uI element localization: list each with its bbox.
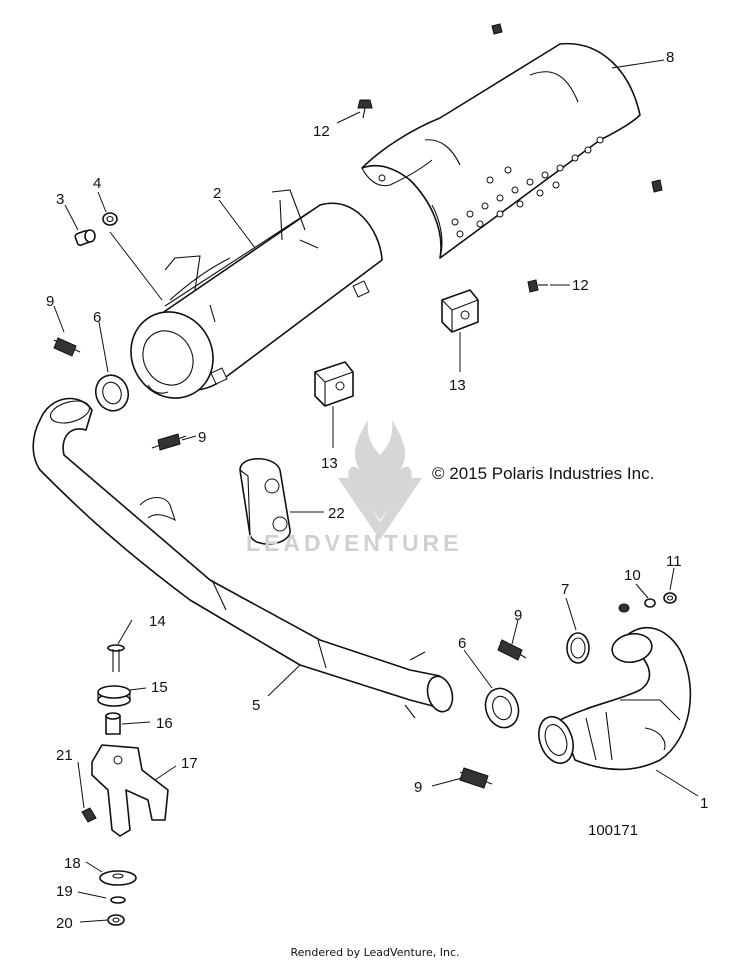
callout-22: 22: [328, 505, 345, 522]
gasket-part-6a[interactable]: [91, 371, 133, 416]
callout-9b: 9: [198, 429, 206, 446]
callout-12b: 12: [572, 277, 589, 294]
callout-1: 1: [700, 795, 708, 812]
callout-19: 19: [56, 883, 73, 900]
spring-part-9a[interactable]: [53, 337, 81, 357]
callout-9d: 9: [414, 779, 422, 796]
callout-3: 3: [56, 191, 64, 208]
callout-6a: 6: [93, 309, 101, 326]
bolt-part-12a[interactable]: [357, 99, 373, 119]
callout-17: 17: [181, 755, 198, 772]
muffler-part[interactable]: [115, 189, 383, 413]
gasket-part-6b[interactable]: [480, 684, 524, 733]
callout-12a: 12: [313, 123, 330, 140]
pin-part-14[interactable]: [107, 644, 125, 672]
callout-15: 15: [151, 679, 168, 696]
figure-number: 100171: [588, 822, 639, 839]
spring-part-9b[interactable]: [151, 433, 187, 451]
grommet-part-15[interactable]: [97, 685, 131, 707]
heat-shield-part[interactable]: [361, 42, 641, 259]
callout-6b: 6: [458, 635, 466, 652]
callout-7: 7: [561, 581, 569, 598]
copyright-notice: © 2015 Polaris Industries Inc.: [432, 464, 655, 483]
bolt-part-top[interactable]: [491, 23, 503, 35]
nut-part-11[interactable]: [663, 592, 677, 604]
callout-10: 10: [624, 567, 641, 584]
cap-part[interactable]: [74, 229, 96, 246]
callout-labels: 1 2 3 4 5 6 6 7 8 9 9 9 9 10 11 12 12 13…: [46, 49, 708, 932]
callout-18: 18: [64, 855, 81, 872]
washer-part-19[interactable]: [110, 896, 126, 904]
callout-9a: 9: [46, 293, 54, 310]
spring-part-9c[interactable]: [497, 639, 527, 661]
leader-lines: [53, 59, 699, 923]
callout-13a: 13: [449, 377, 466, 394]
nut-part-10[interactable]: [618, 603, 630, 613]
callout-14: 14: [149, 613, 166, 630]
callout-20: 20: [56, 915, 73, 932]
watermark-logo: [338, 420, 422, 540]
grommet-part-13b[interactable]: [314, 361, 354, 407]
washer-part-18[interactable]: [99, 870, 137, 886]
bushing-part-16[interactable]: [105, 712, 121, 735]
washer-part-4[interactable]: [102, 212, 118, 226]
callout-11: 11: [666, 553, 682, 570]
head-pipe-part[interactable]: [32, 397, 456, 719]
callout-9c: 9: [514, 607, 522, 624]
gasket-ring-part[interactable]: [566, 632, 590, 664]
watermark-text: LEADVENTURE: [246, 530, 463, 556]
callout-21: 21: [56, 747, 73, 764]
bracket-part-17[interactable]: [91, 744, 169, 837]
callout-2: 2: [213, 185, 221, 202]
callout-8: 8: [666, 49, 674, 66]
callout-5: 5: [252, 697, 260, 714]
callout-13b: 13: [321, 455, 338, 472]
grommet-part-13a[interactable]: [441, 289, 479, 333]
callout-16: 16: [156, 715, 173, 732]
isolator-part[interactable]: [239, 458, 291, 545]
bolt-part-right[interactable]: [651, 179, 663, 193]
callout-4: 4: [93, 175, 101, 192]
washer-part-10[interactable]: [644, 598, 656, 608]
bolt-part-12b[interactable]: [527, 279, 548, 293]
footer-credit: Rendered by LeadVenture, Inc.: [290, 946, 460, 959]
spring-part-9d[interactable]: [459, 767, 493, 789]
nut-part-20[interactable]: [107, 914, 125, 926]
elbow-pipe-part[interactable]: [533, 626, 692, 771]
bolt-part-21[interactable]: [81, 807, 97, 823]
